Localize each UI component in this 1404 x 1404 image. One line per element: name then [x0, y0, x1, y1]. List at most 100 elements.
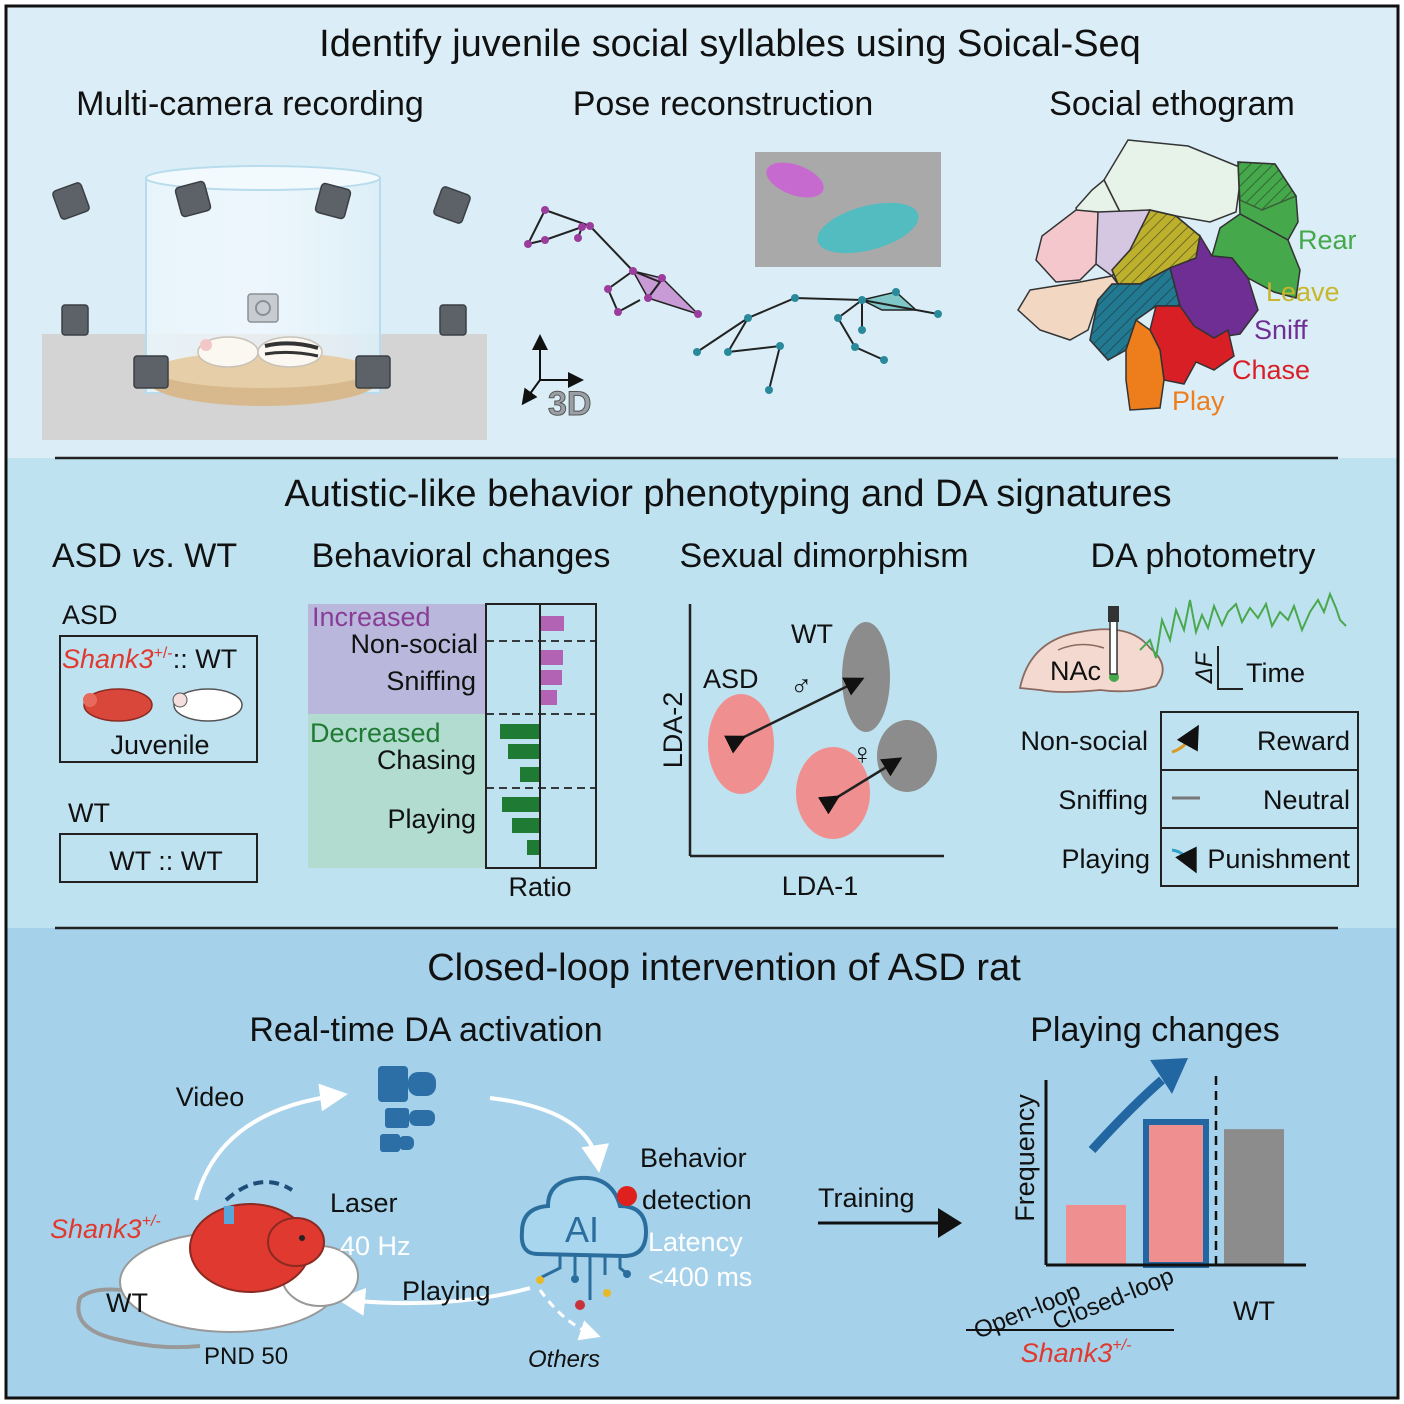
- wt-pair-label: WT :: WT: [109, 846, 222, 876]
- video-label: Video: [176, 1082, 245, 1112]
- laser-frequency: 40 Hz: [340, 1231, 411, 1261]
- camera-icon: [174, 180, 212, 218]
- da-behavior-non-social: Non-social: [1020, 726, 1148, 756]
- playing-feedback-arrow: [337, 1286, 531, 1316]
- multi-camera-heading: Multi-camera recording: [76, 85, 424, 123]
- pose-skeletons: 3D: [521, 152, 942, 424]
- sexual-dimorphism-heading: Sexual dimorphism: [679, 537, 968, 575]
- female-shift-arrow: [817, 757, 903, 815]
- video-camera-icon: [378, 1066, 436, 1152]
- laser-label: Laser: [330, 1188, 398, 1218]
- video-flow-arrow: [194, 1083, 348, 1201]
- nac-label: NAc: [1050, 656, 1101, 686]
- da-photometry-heading: DA photometry: [1091, 537, 1316, 575]
- lda-1-label: LDA-1: [782, 871, 859, 901]
- training-label: Training: [818, 1183, 915, 1213]
- ratio-axis-label: Ratio: [508, 872, 571, 902]
- panel-3-title: Closed-loop intervention of ASD rat: [427, 947, 1021, 989]
- brain-icon: [1018, 628, 1164, 693]
- da-response-punishment: Punishment: [1207, 844, 1350, 874]
- panel-2-title: Autistic-like behavior phenotyping and D…: [284, 473, 1171, 515]
- ethogram-label-sniff: Sniff: [1254, 315, 1308, 345]
- wt-male-cluster: [842, 622, 890, 732]
- camera-icon: [61, 304, 89, 336]
- wt-rat-label: WT: [106, 1288, 148, 1318]
- increased-label: Increased: [312, 602, 431, 632]
- da-response-table: [1160, 711, 1359, 887]
- decreased-label: Decreased: [310, 718, 441, 748]
- fiber-cap: [1108, 606, 1119, 622]
- increased-bars: [541, 616, 564, 705]
- female-symbol: ♀: [851, 738, 874, 771]
- panel-1-title: Identify juvenile social syllables using…: [319, 23, 1141, 65]
- closed-loop-rats: [76, 1180, 359, 1350]
- increase-arrow-icon: [1088, 1076, 1165, 1154]
- wt-pair-box: [59, 833, 258, 883]
- asd-pair-label: Shank3+/-:: WT: [62, 644, 237, 674]
- male-symbol: ♂: [790, 670, 813, 703]
- white-rat-icon: [197, 336, 259, 368]
- playing-changes-chart: Frequency: [1010, 1058, 1306, 1268]
- shank3-rat-icon: [83, 688, 153, 722]
- decreased-band: [308, 714, 485, 868]
- camera-icon: [433, 186, 471, 224]
- wt-rat-icon: [172, 688, 243, 722]
- da-response-reward: Reward: [1257, 726, 1350, 756]
- latency-line2: <400 ms: [648, 1262, 752, 1292]
- camera-icon: [247, 293, 279, 323]
- ethogram-label-leave: Leave: [1266, 277, 1340, 307]
- shank3-rat-label: Shank3+/-: [50, 1213, 161, 1244]
- playing-changes-heading: Playing changes: [1030, 1011, 1280, 1049]
- ratio-dividers: [486, 640, 596, 789]
- wt-female-cluster: [877, 720, 937, 792]
- training-arrowhead: [938, 1208, 962, 1238]
- frequency-label: Frequency: [1010, 1094, 1040, 1222]
- decreased-bars: [500, 724, 539, 855]
- asd-cluster-label: ASD: [703, 664, 759, 694]
- asd-male-cluster: [708, 694, 774, 794]
- da-behavior-playing: Playing: [1061, 844, 1150, 874]
- panel-2-background: [6, 458, 1398, 928]
- 3d-axes-icon: [521, 334, 584, 406]
- time-label: Time: [1246, 658, 1305, 688]
- reward-arrow-icon: [1171, 724, 1199, 754]
- camera-icon: [133, 355, 169, 389]
- others-label: Others: [528, 1346, 600, 1373]
- camera-icon: [52, 182, 90, 220]
- ethogram-label-rear: Rear: [1298, 225, 1357, 255]
- striped-rat-icon: [257, 336, 323, 368]
- da-behavior-sniffing: Sniffing: [1058, 785, 1148, 815]
- behavioral-changes-heading: Behavioral changes: [312, 537, 611, 575]
- bar-open-loop: [1066, 1204, 1126, 1265]
- ethogram-label-play: Play: [1172, 386, 1225, 416]
- row-label-chasing: Chasing: [377, 745, 476, 775]
- camera-icon: [355, 355, 391, 389]
- playing-label: Playing: [402, 1276, 491, 1306]
- row-label-non-social: Non-social: [350, 629, 478, 659]
- asd-pair-box: [59, 635, 258, 763]
- ethogram-heading: Social ethogram: [1049, 85, 1295, 123]
- behavior-detection-line2: detection: [642, 1185, 752, 1215]
- ai-cloud-icon: [519, 1175, 649, 1310]
- trace-scale-bar: [1217, 646, 1243, 690]
- delta-f-label: ΔF: [1191, 651, 1218, 684]
- others-arrow: [538, 1289, 601, 1341]
- bar-wt: [1224, 1129, 1284, 1265]
- social-ethogram: [1017, 139, 1301, 411]
- row-label-sniffing: Sniffing: [386, 666, 476, 696]
- latency-line1: Latency: [648, 1227, 743, 1257]
- pose-heading: Pose reconstruction: [573, 85, 874, 123]
- asd-group-label: ASD: [62, 600, 118, 630]
- camera-icon: [314, 182, 352, 220]
- pnd-label: PND 50: [204, 1343, 288, 1370]
- behavior-detection-line1: Behavior: [640, 1143, 747, 1173]
- juvenile-label: Juvenile: [110, 730, 209, 760]
- punishment-arrow-icon: [1171, 846, 1197, 874]
- 3d-label: 3D: [548, 385, 591, 423]
- x-tick-wt: WT: [1233, 1296, 1275, 1326]
- lda-2-label: LDA-2: [658, 692, 688, 769]
- wt-cluster-label: WT: [791, 619, 833, 649]
- row-label-playing: Playing: [387, 804, 476, 834]
